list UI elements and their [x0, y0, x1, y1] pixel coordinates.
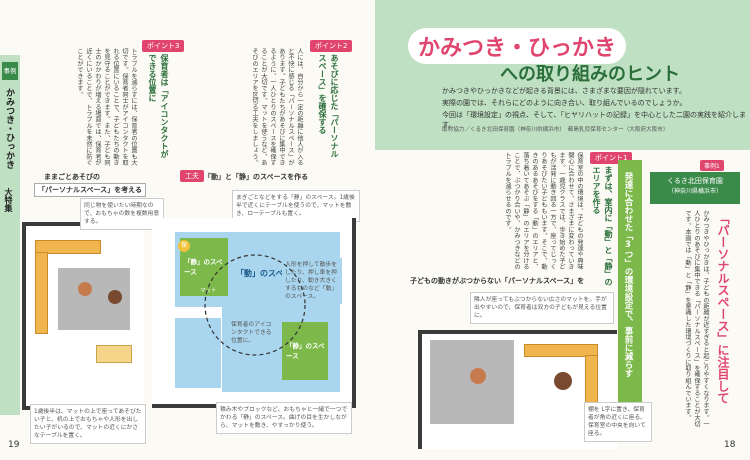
case-badge: 事例1 — [700, 160, 724, 171]
sei-zone-bottom — [175, 318, 221, 388]
child-icon — [108, 290, 122, 304]
title-sub: への取り組みのヒント — [500, 64, 680, 85]
credit: 取材協力／くるき北田保育園（神奈川県横浜市） 都島乳児保育センター（大阪府大阪市… — [442, 127, 669, 133]
center-band — [618, 160, 642, 410]
series-title: かみつき・ひっかき — [4, 88, 14, 169]
point3-heading: 保育者は「アイコンタクトができる位置に — [148, 54, 169, 158]
point2-body: 人には、自分から一定の距離に他人が入ると不快に感じる「パーソナルスペース」があり… — [251, 48, 303, 166]
series-sub: 大特集 — [4, 188, 13, 212]
caregiver-icon — [554, 372, 572, 390]
shelf-2 — [35, 252, 48, 334]
dou-note: 人形を押して散歩をしたり、押し車を押したり、動き大きくするものなど「動」のスペー… — [282, 258, 342, 304]
left-diagram-title-1: ままごとあそびの — [44, 173, 100, 181]
intro-3: 今回は「環境設定」の視点、そして、「ヒヤリハットの記録」を中心とした二園の実践を… — [442, 111, 746, 129]
left-diagram-title-2: 「パーソナルスペース」を考える — [34, 183, 146, 197]
shelf-1 — [35, 240, 101, 254]
bottom-note-mid: 積み木やブロックなど、おもちゃと一緒で一つでかわる「静」のスペース。曲げの目を生… — [216, 402, 352, 434]
point1-body: 保育室の中の環境は、子どもの発達や興味関心に合わせて、さまざまに変わっていきます… — [504, 152, 583, 270]
point2-heading: あそびに応じた「パーソナルスペース」を確保する — [318, 54, 339, 158]
child-icon — [78, 282, 92, 296]
zone-tab: 工夫 — [180, 170, 204, 182]
page-number-left: 19 — [8, 440, 20, 450]
hoiku-mark: 保 — [178, 240, 190, 252]
right-shelf-note: 棚を L字に置き、保育者が角の近くに座る、保育室の中央を向いて座る。 — [584, 402, 652, 442]
child-icon — [470, 368, 486, 384]
case-name: くるき北田保育園 — [667, 177, 723, 185]
zone-title: 「動」と「静」のスペースを作る — [204, 173, 309, 181]
bottom-note-left: 1歳後半は、マットの上で座ってあそびたい子と、机の上でおもちゃや人形を出したい子… — [30, 404, 146, 444]
left-side-tab: 事例 — [2, 62, 18, 80]
case-heading: 「パーソナルスペース」に注目して — [716, 212, 730, 404]
sei-bottom-label: 「静」のスペース — [286, 342, 325, 360]
case-name-box: くるき北田保育園 （神奈川県横浜市） — [650, 172, 740, 204]
intro-1: かみつきやひっかきなどが起きる背景には、さまざまな要因が隠れています。 — [442, 87, 686, 95]
point3-body: トラブルを減らすには、保育者の位置も大切です。保育者同士がアイコンタクトを取れる… — [76, 48, 137, 166]
zone-dashed-circle — [204, 254, 306, 356]
mat-label: マット — [200, 288, 217, 294]
point3-tab: ポイント3 — [142, 40, 185, 52]
sei-top-label: 「静」のスペース — [184, 258, 223, 276]
right-diagram-note: 隣人が座ってもぶつからない広さのマットを。手が出やすいので、保育者は双方の子ども… — [470, 292, 614, 324]
point2-tab: ポイント2 — [310, 40, 353, 52]
case-location: （神奈川県横浜市） — [667, 188, 722, 195]
shelf-note: 同じ物を使いたい時期なので、おもちゃの数を複数用意する。 — [80, 198, 164, 230]
table-icon — [96, 345, 132, 363]
center-band-text: 発達に合わせた「3つ」の環境設定で、事前に減らす — [623, 172, 633, 378]
left-side-band — [0, 55, 20, 415]
case-body: かみつきやひっかきは、子どもの距離が近すぎると起こりやすくなります。一人ひとりの… — [684, 210, 709, 427]
title-banner-bg — [375, 0, 750, 150]
point1-heading: まずは、室内に「動」と「静」のエリアを作る — [592, 166, 613, 286]
right-diagram-title: 子どもの動きがぶつからない「パーソナルスペース」を — [410, 277, 585, 285]
page-number-right: 18 — [724, 440, 736, 450]
shelf-3 — [524, 344, 598, 357]
title-main: かみつき・ひっかき — [408, 28, 627, 64]
dou-label: 「動」のスペース — [236, 269, 300, 278]
sei-mat-bottom — [282, 322, 328, 380]
eye-note: 保育者のアイコンタクトできる位置に。 — [228, 318, 280, 348]
intro-2: 実際の園では、それらにどのように向き合い、取り組んでいるのでしょうか。 — [442, 99, 687, 107]
